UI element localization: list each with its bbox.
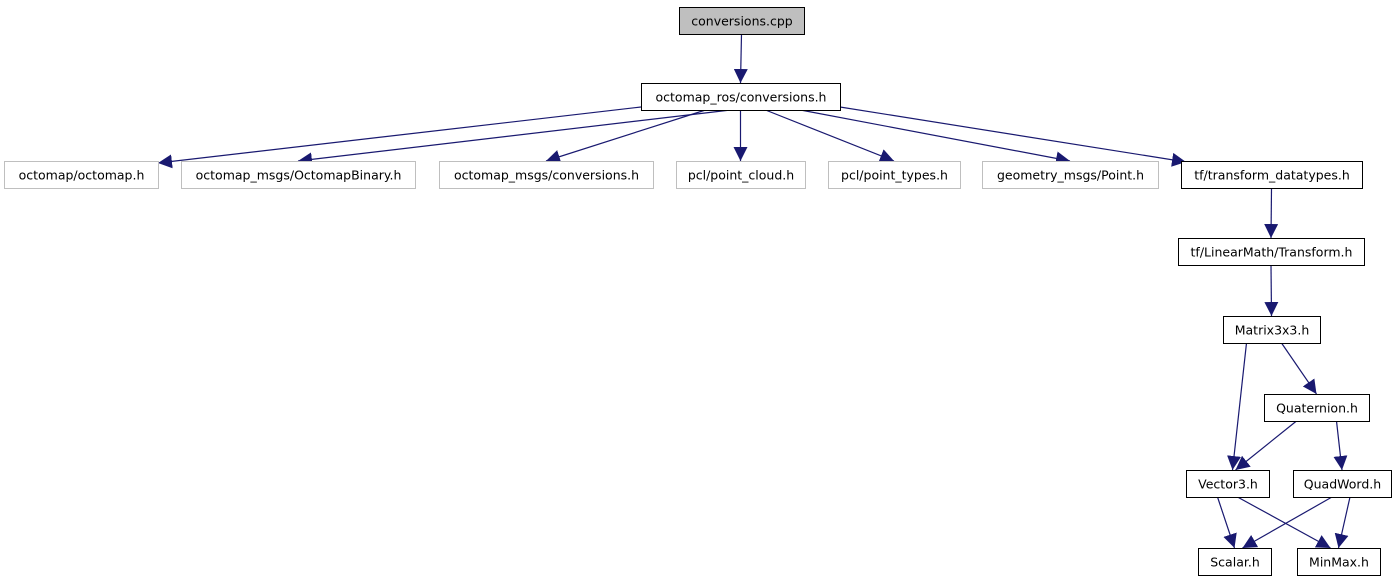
node-label: octomap_msgs/OctomapBinary.h — [196, 168, 402, 183]
node-box — [1264, 394, 1370, 422]
node-point_types[interactable]: pcl/point_types.h — [828, 161, 961, 189]
edge-vector3-to-scalar — [1216, 496, 1237, 549]
node-box — [1186, 470, 1270, 498]
node-quadword[interactable]: QuadWord.h — [1293, 470, 1392, 498]
edge-octomap_ros_conv-to-msgs_conv — [545, 109, 706, 164]
node-tf_dt[interactable]: tf/transform_datatypes.h — [1181, 161, 1363, 189]
node-box — [439, 161, 654, 189]
node-box — [828, 161, 961, 189]
node-label: pcl/point_cloud.h — [688, 168, 794, 183]
node-octomap[interactable]: octomap/octomap.h — [4, 161, 159, 189]
node-box — [1198, 548, 1272, 576]
node-box — [1178, 238, 1365, 266]
node-msgs_conv[interactable]: octomap_msgs/conversions.h — [439, 161, 654, 189]
node-label: Quaternion.h — [1276, 401, 1358, 416]
edge-conversions_cpp-to-octomap_ros_conv — [733, 33, 748, 84]
edge-octomap_ros_conv-to-geom_point — [800, 109, 1071, 166]
edge-tf_dt-to-transform — [1264, 187, 1279, 239]
node-label: tf/LinearMath/Transform.h — [1191, 245, 1353, 260]
node-label: QuadWord.h — [1304, 477, 1381, 492]
node-box — [1223, 316, 1321, 344]
node-transform[interactable]: tf/LinearMath/Transform.h — [1178, 238, 1365, 266]
node-label: Vector3.h — [1198, 477, 1258, 492]
node-scalar[interactable]: Scalar.h — [1198, 548, 1272, 576]
node-quat[interactable]: Quaternion.h — [1264, 394, 1370, 422]
edge-vector3-to-minmax — [1237, 496, 1331, 549]
node-vector3[interactable]: Vector3.h — [1186, 470, 1270, 498]
edge-quadword-to-scalar — [1242, 496, 1333, 549]
node-label: octomap_msgs/conversions.h — [454, 168, 639, 183]
node-geom_point[interactable]: geometry_msgs/Point.h — [982, 161, 1159, 189]
node-box — [1293, 470, 1392, 498]
node-box — [181, 161, 416, 189]
edge-quat-to-vector3 — [1235, 420, 1297, 471]
node-point_cloud[interactable]: pcl/point_cloud.h — [676, 161, 806, 189]
node-label: pcl/point_types.h — [841, 168, 948, 183]
node-box — [982, 161, 1159, 189]
node-box — [1181, 161, 1363, 189]
node-octomap_ros_conv[interactable]: octomap_ros/conversions.h — [641, 83, 841, 111]
edge-quadword-to-minmax — [1334, 496, 1351, 549]
edge-octomap_ros_conv-to-tf_dt — [839, 106, 1187, 167]
node-minmax[interactable]: MinMax.h — [1297, 548, 1381, 576]
node-label: octomap/octomap.h — [19, 168, 145, 183]
node-box — [676, 161, 806, 189]
node-box — [4, 161, 159, 189]
node-matrix[interactable]: Matrix3x3.h — [1223, 316, 1321, 344]
node-label: Matrix3x3.h — [1235, 323, 1310, 338]
edge-octomap_ros_conv-to-octomap — [157, 106, 642, 169]
edge-quat-to-quadword — [1333, 420, 1348, 471]
node-octomapbinary[interactable]: octomap_msgs/OctomapBinary.h — [181, 161, 416, 189]
edge-octomap_ros_conv-to-point_types — [765, 109, 895, 163]
node-label: octomap_ros/conversions.h — [656, 90, 827, 105]
edge-matrix-to-vector3 — [1227, 342, 1248, 471]
node-box — [1297, 548, 1381, 576]
edge-octomap_ros_conv-to-octomapbinary — [297, 109, 731, 167]
node-box — [641, 83, 841, 111]
edge-transform-to-matrix — [1264, 264, 1279, 317]
node-box — [679, 7, 805, 35]
edge-matrix-to-quat — [1281, 342, 1317, 395]
node-label: conversions.cpp — [691, 14, 793, 29]
node-label: geometry_msgs/Point.h — [997, 168, 1144, 183]
node-label: MinMax.h — [1309, 555, 1369, 570]
node-conversions_cpp[interactable]: conversions.cpp — [679, 7, 805, 35]
node-label: tf/transform_datatypes.h — [1194, 168, 1350, 183]
node-label: Scalar.h — [1210, 555, 1260, 570]
